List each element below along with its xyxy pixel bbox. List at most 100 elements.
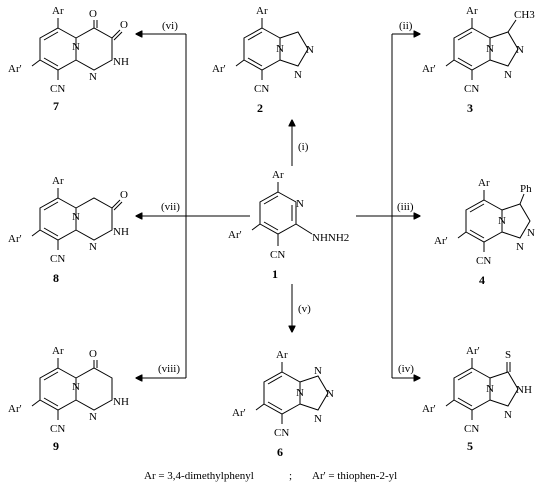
triazinone-ring	[75, 197, 113, 241]
ring-n-label: N	[527, 227, 535, 239]
compound-6: Ar N N N N Ar' CN 6	[232, 349, 334, 459]
ring-n-label: N	[504, 409, 512, 421]
pyridine-ring	[243, 27, 281, 71]
aryl-label: Ar	[466, 5, 478, 17]
phenyl-label: Ph	[520, 183, 532, 195]
ring-n-label: N	[486, 383, 494, 395]
ring-n-label: N	[486, 43, 494, 55]
compound-number: 2	[257, 101, 263, 115]
thienyl-label: Ar'	[422, 403, 436, 415]
thienyl-label: Ar'	[8, 403, 22, 415]
carbonyl-o-label: O	[120, 189, 128, 201]
ring-nh-label: NH	[113, 396, 129, 408]
ring-n-label: N	[294, 69, 302, 81]
thienyl-label: Ar'	[8, 233, 22, 245]
thienyl-label: Ar'	[434, 235, 448, 247]
ring-n-label: N	[314, 413, 322, 425]
pyridine-ring	[39, 197, 77, 241]
step-label-vi: (vi)	[162, 20, 178, 32]
ring-n-label: N	[498, 215, 506, 227]
ring-n-label: N	[72, 41, 80, 53]
aryl-label: Ar	[276, 349, 288, 361]
step-label-ii: (ii)	[399, 20, 413, 32]
ring-n-label: N	[72, 211, 80, 223]
cyano-label: CN	[274, 427, 289, 439]
carbonyl-o-label: O	[120, 19, 128, 31]
cyano-label: CN	[476, 255, 491, 267]
compound-number: 1	[272, 267, 278, 281]
thienyl-label: Ar'	[422, 63, 436, 75]
step-label-vii: (vii)	[161, 201, 180, 213]
ring-n-label: N	[296, 387, 304, 399]
cyano-label: CN	[464, 423, 479, 435]
ring-n-label: N	[306, 44, 314, 56]
triazole-ring	[279, 31, 309, 67]
compound-7: Ar O O N NH N Ar' CN 7	[8, 5, 129, 113]
pyridine-ring	[453, 27, 491, 71]
ring-n-label: N	[516, 44, 524, 56]
pyridine-ring	[39, 27, 77, 71]
compound-number: 9	[53, 439, 59, 453]
tetrazole-ring	[299, 375, 329, 411]
carbonyl-o-label: O	[89, 348, 97, 360]
ring-nh-label: NH	[113, 226, 129, 238]
ring-n-label: N	[89, 411, 97, 423]
aryl-label: Ar	[52, 345, 64, 357]
cyano-label: CN	[50, 83, 65, 95]
compound-number: 7	[53, 99, 59, 113]
step-label-viii: (viii)	[158, 363, 180, 375]
step-label-v: (v)	[298, 303, 311, 315]
triazolethione-ring	[489, 371, 519, 407]
cyano-label: CN	[50, 423, 65, 435]
thienyl-label: Ar'	[232, 407, 246, 419]
caption-separator: ;	[289, 470, 292, 482]
thienyl-label: Ar'	[212, 63, 226, 75]
step-label-iii: (iii)	[397, 201, 414, 213]
carbonyl-o-label: O	[89, 8, 97, 20]
ring-n-label: N	[89, 71, 97, 83]
compound-1: Ar N NHNH2 Ar' CN 1	[228, 169, 349, 281]
ring-n-label: N	[296, 198, 304, 210]
aryl-label: Ar	[272, 169, 284, 181]
compound-number: 4	[479, 273, 485, 287]
ring-n-label: N	[504, 69, 512, 81]
ring-n-label: N	[72, 381, 80, 393]
ring-nh-label: NH	[516, 384, 532, 396]
pyridine-ring	[263, 371, 301, 415]
compound-8: Ar O N NH N Ar' CN 8	[8, 175, 129, 285]
aryl-label: Ar	[52, 5, 64, 17]
thienyl-label: Ar'	[466, 345, 480, 357]
compound-9: Ar O N NH N Ar' CN 9	[8, 345, 129, 453]
compound-3: Ar CH3 N N N Ar' CN 3	[422, 5, 535, 115]
methyl-label: CH3	[514, 9, 535, 21]
pyridine-ring	[453, 367, 491, 411]
ring-n-label: N	[276, 43, 284, 55]
ring-n-label: N	[89, 241, 97, 253]
caption-arp: Ar' = thiophen-2-yl	[312, 470, 397, 482]
compound-number: 3	[467, 101, 473, 115]
cyano-label: CN	[50, 253, 65, 265]
cyano-label: CN	[270, 249, 285, 261]
pyridine-ring	[259, 191, 297, 235]
aryl-label: Ar	[52, 175, 64, 187]
thione-s-label: S	[505, 349, 511, 361]
triazole-ring	[489, 31, 519, 67]
triazinedione-ring	[75, 27, 113, 71]
ring-nh-label: NH	[113, 56, 129, 68]
step-label-iv: (iv)	[398, 363, 414, 375]
compound-number: 6	[277, 445, 283, 459]
aryl-label: Ar	[256, 5, 268, 17]
pyridine-ring	[39, 367, 77, 411]
cyano-label: CN	[464, 83, 479, 95]
triazinone-ring	[75, 367, 113, 411]
hydrazino-label: NHNH2	[312, 232, 349, 244]
compound-5: Ar' S N NH N Ar' CN 5	[422, 345, 532, 453]
compound-number: 8	[53, 271, 59, 285]
pyridine-ring	[465, 199, 503, 243]
thienyl-label: Ar'	[228, 229, 242, 241]
compound-number: 5	[467, 439, 473, 453]
cyano-label: CN	[254, 83, 269, 95]
step-label-i: (i)	[298, 141, 309, 153]
compound-4: Ar Ph N N N Ar' CN 4	[434, 177, 535, 287]
